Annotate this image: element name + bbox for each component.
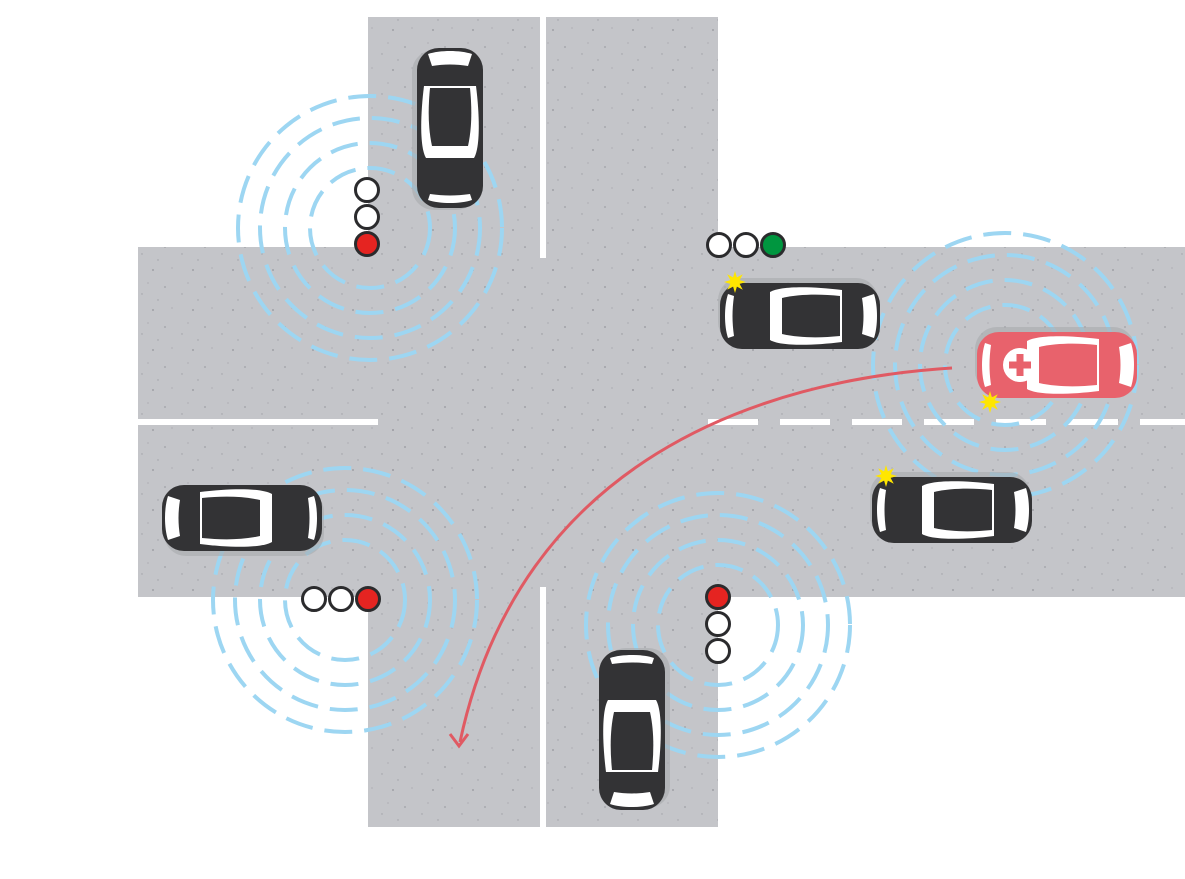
traffic-light-south-east (705, 584, 731, 664)
signal-ring (283, 538, 407, 662)
car-south (599, 648, 670, 810)
medical-cross-icon (1003, 348, 1037, 382)
signal-lamp (705, 584, 731, 610)
signal-lamp (760, 232, 786, 258)
signal-ring (236, 94, 504, 362)
lane-line-west (138, 419, 378, 425)
signal-rings (211, 94, 1139, 759)
lane-line-north (540, 17, 546, 258)
ambulance-route-arrow (448, 366, 953, 749)
signal-ring-group (584, 491, 852, 759)
signal-ring-group (236, 94, 504, 362)
car-north (412, 48, 483, 210)
signal-ring (258, 513, 432, 687)
signal-lamp (301, 586, 327, 612)
signal-lamp (705, 638, 731, 664)
signal-lamp (354, 204, 380, 230)
signal-lamp (355, 586, 381, 612)
signal-ring (656, 563, 780, 687)
signal-ring (233, 488, 457, 712)
car-west (162, 485, 324, 556)
signal-ring (283, 141, 457, 315)
turn-indicator-icon (724, 271, 746, 293)
signal-lamp (733, 232, 759, 258)
car-east-upper (718, 278, 880, 349)
signal-ring (631, 538, 805, 712)
signal-ring (606, 513, 830, 737)
traffic-light-north-west (354, 177, 380, 257)
turn-indicator-icon (979, 391, 1001, 413)
ambulance (975, 327, 1137, 398)
signal-lamp (706, 232, 732, 258)
signal-ring-group (211, 466, 479, 734)
cars (162, 48, 1137, 810)
lane-line-south (540, 587, 546, 827)
traffic-light-north-east (706, 232, 786, 258)
signal-ring (584, 491, 852, 759)
signal-ring (211, 466, 479, 734)
turn-indicator-icon (875, 465, 897, 487)
signal-ring (308, 166, 432, 290)
signal-lamp (328, 586, 354, 612)
traffic-light-south-west (301, 586, 381, 612)
signal-ring (258, 116, 482, 340)
car-east-lower (870, 472, 1032, 543)
signal-lamp (354, 231, 380, 257)
signal-lamp (354, 177, 380, 203)
signal-lamp (705, 611, 731, 637)
traffic-lights (301, 177, 786, 664)
